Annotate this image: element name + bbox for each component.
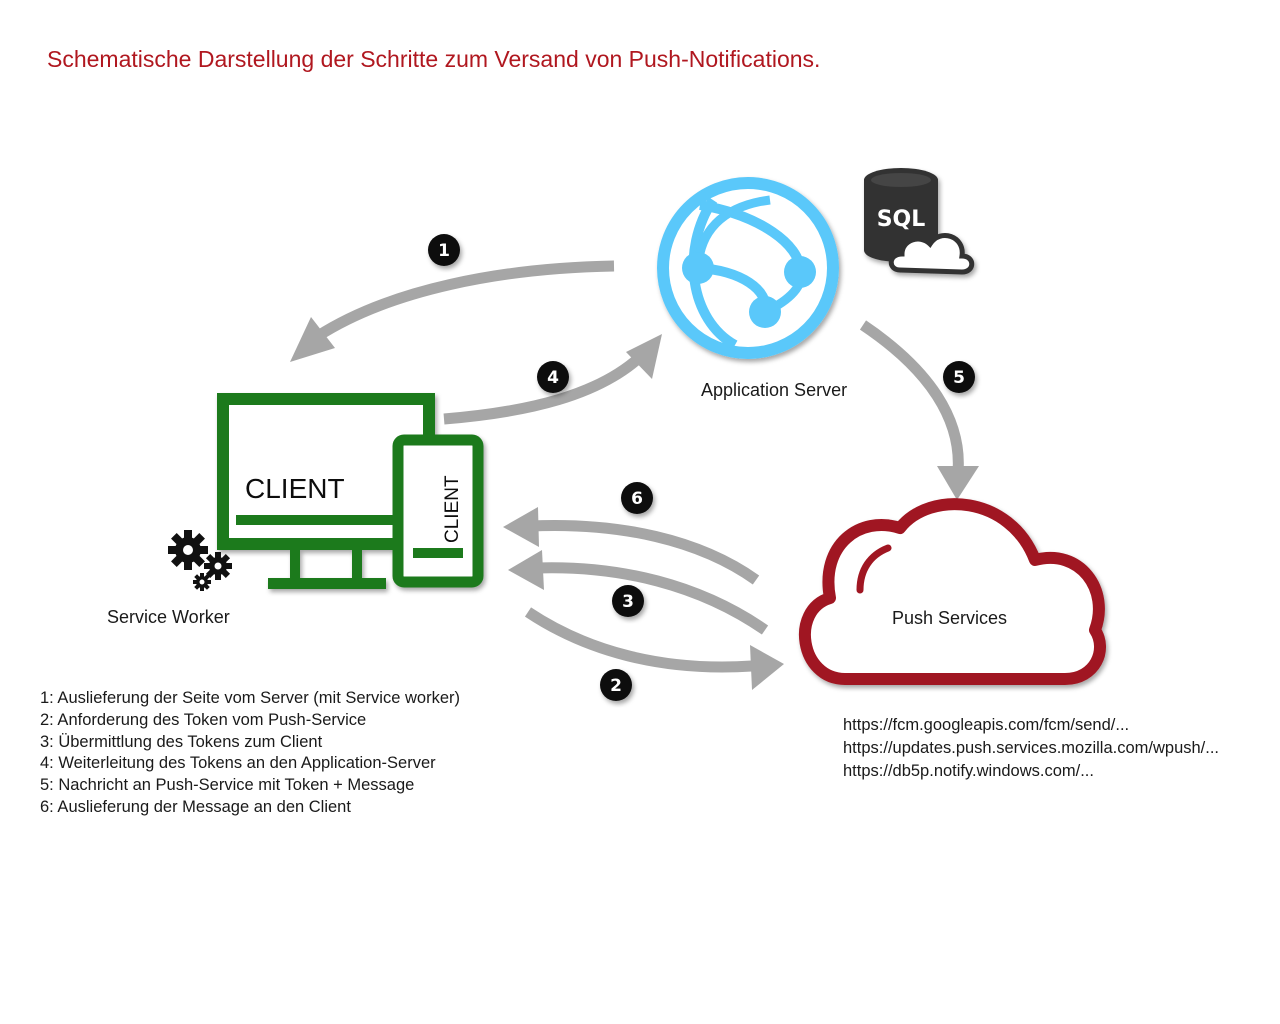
gears-icon — [168, 530, 232, 591]
svg-text:2: 2 — [610, 676, 622, 696]
push-url: https://updates.push.services.mozilla.co… — [843, 739, 1220, 757]
svg-text:1: 1 — [438, 241, 450, 261]
application-server-label: Application Server — [701, 380, 848, 400]
arrow-step-2 — [524, 607, 784, 690]
push-url: https://fcm.googleapis.com/fcm/send/... — [843, 716, 1130, 734]
push-services-label: Push Services — [892, 608, 1008, 628]
globe-network-icon — [657, 177, 839, 359]
legend-item: 5: Nachricht an Push-Service mit Token +… — [40, 776, 415, 795]
sql-cloud-database-icon: SQL — [864, 168, 975, 275]
legend-item: 1: Auslieferung der Seite vom Server (mi… — [40, 689, 460, 707]
service-worker-label: Service Worker — [107, 607, 230, 627]
step-badge-5: 5 — [943, 361, 975, 393]
push-url-list: https://fcm.googleapis.com/fcm/send/... … — [843, 714, 1219, 783]
push-url: https://db5p.notify.windows.com/... — [843, 762, 1094, 780]
svg-text:6: 6 — [631, 489, 643, 509]
legend-item: 2: Anforderung des Token vom Push-Servic… — [40, 710, 367, 729]
step-badge-4: 4 — [537, 361, 569, 393]
svg-text:SQL: SQL — [877, 207, 926, 232]
monitor-phone-icon: CLIENT CLIENT — [217, 393, 484, 589]
steps-legend: 1: Auslieferung der Seite vom Server (mi… — [40, 688, 460, 819]
svg-text:CLIENT: CLIENT — [245, 473, 345, 504]
svg-text:3: 3 — [622, 592, 634, 612]
legend-item: 3: Übermittlung des Tokens zum Client — [40, 732, 323, 751]
arrow-step-4 — [443, 334, 662, 425]
arrow-step-1 — [290, 260, 615, 362]
legend-item: 6: Auslieferung der Message an den Clien… — [40, 797, 351, 816]
step-badge-3: 3 — [612, 585, 644, 617]
legend-item: 4: Weiterleitung des Tokens an den Appli… — [40, 754, 436, 773]
cloud-icon — [799, 498, 1106, 685]
arrows — [290, 260, 979, 690]
svg-text:CLIENT: CLIENT — [442, 475, 463, 543]
arrow-step-6 — [503, 507, 760, 585]
diagram-title: Schematische Darstellung der Schritte zu… — [47, 46, 821, 72]
step-badge-2: 2 — [600, 669, 632, 701]
arrow-step-5 — [859, 320, 979, 500]
arrow-step-3 — [508, 550, 769, 635]
svg-text:4: 4 — [547, 368, 559, 388]
step-badges: 1 4 5 6 3 2 — [428, 234, 975, 701]
step-badge-6: 6 — [621, 482, 653, 514]
svg-text:5: 5 — [953, 368, 965, 388]
step-badge-1: 1 — [428, 234, 460, 266]
